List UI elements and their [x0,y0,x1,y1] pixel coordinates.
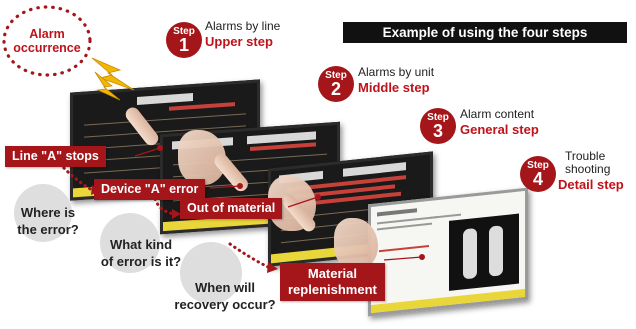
alarm-occurrence-label: Alarm occurrence [6,27,88,55]
step-number: 3 [432,121,443,141]
step-4-name: Detail step [558,177,624,192]
question-what-line1: What kind [109,237,173,252]
replenish-line1: Material [307,266,357,281]
alarm-label-line2: occurrence [13,41,81,55]
step-3-desc: Alarm content [460,107,535,121]
step-1-badge: Step 1 [166,22,202,58]
label-device-error: Device "A" error [94,179,206,200]
step-3-badge: Step 3 [420,108,456,144]
alarm-burst [2,5,92,77]
diagram-title: Example of using the four steps [343,22,627,43]
step-2-name: Middle step [358,80,430,95]
lightning-bolt-icon [91,57,135,91]
label-material-replenishment: Material replenishment [280,263,385,301]
step-2-desc: Alarms by unit [358,65,435,79]
step-number: 1 [178,35,189,55]
question-circle [180,242,242,304]
step-1-name: Upper step [205,34,273,49]
step-number: 4 [532,169,543,189]
question-when-line2: recovery occur? [174,297,276,312]
step-2-badge: Step 2 [318,66,354,102]
step-word: Step [173,26,195,37]
step-4-desc-line1: Trouble [565,149,606,163]
alarm-label-line1: Alarm [29,27,65,41]
question-where: Where is the error? [8,204,88,238]
connector [58,162,94,192]
step-4-desc-line2: shooting [565,162,611,176]
step-word: Step [527,160,549,171]
lightning-bolt-icon [94,71,121,101]
step-word: Step [325,70,347,81]
label-line-stops: Line "A" stops [5,146,106,167]
question-when: When will recovery occur? [166,279,284,313]
question-circle [100,213,160,273]
question-what-line2: of error is it? [100,254,182,269]
step-word: Step [427,112,449,123]
connector [228,242,272,270]
step-3-name: General step [460,122,539,137]
question-what: What kind of error is it? [82,236,200,270]
question-where-line2: the error? [17,222,79,237]
question-when-line1: When will [195,280,255,295]
question-where-line1: Where is [20,205,76,220]
replenish-line2: replenishment [288,282,377,297]
step-4-badge: Step 4 [520,156,556,192]
question-circle [14,184,72,242]
label-out-of-material: Out of material [180,198,283,219]
step-1-desc: Alarms by line [205,19,281,33]
step-number: 2 [330,79,341,99]
